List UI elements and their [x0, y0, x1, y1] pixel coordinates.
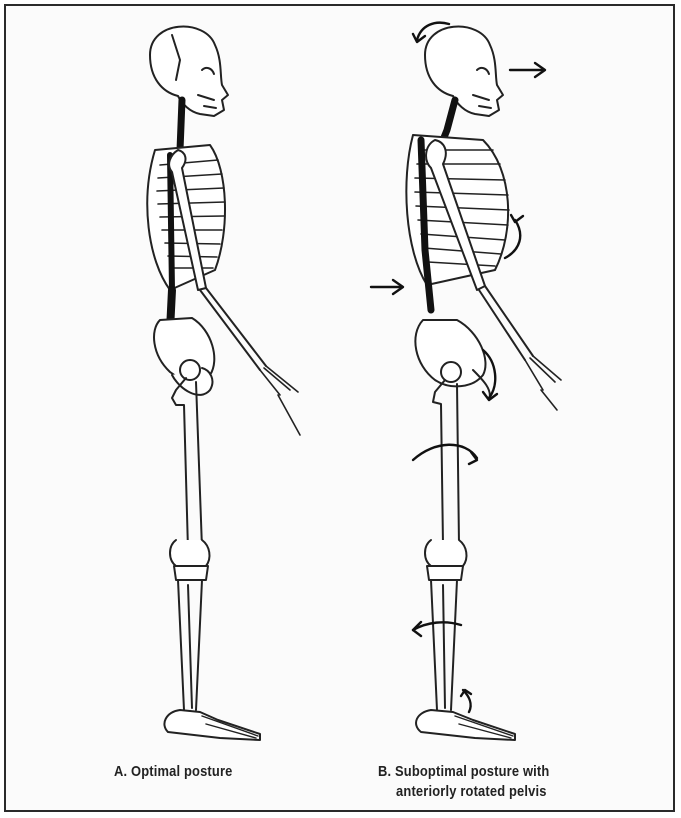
caption-b: B. Suboptimal posture with anteriorly ro…	[378, 762, 549, 802]
skeleton-a-figure	[110, 0, 330, 760]
skeleton-b-figure	[365, 0, 595, 760]
caption-a: A. Optimal posture	[114, 762, 232, 782]
foot-rotation-arrow	[461, 690, 471, 712]
cervical-spine-a	[180, 100, 182, 150]
lower-leg-b	[427, 566, 463, 710]
caption-b-line1: B. Suboptimal posture with	[378, 763, 549, 780]
femur-b	[425, 380, 466, 566]
foot-a	[164, 710, 260, 740]
femur-a	[170, 378, 209, 566]
caption-a-text: A. Optimal posture	[114, 763, 232, 780]
lower-leg-a	[174, 566, 208, 710]
lumbar-arrow	[371, 280, 403, 294]
foot-b	[416, 710, 515, 740]
pelvis-b	[415, 320, 490, 400]
caption-b-line2: anteriorly rotated pelvis	[378, 782, 549, 802]
head-forward-arrow	[510, 63, 545, 77]
skull-a	[150, 27, 228, 116]
skull-b	[425, 27, 503, 116]
thigh-rotation-arrow	[413, 445, 477, 464]
pelvis-a	[154, 318, 214, 395]
